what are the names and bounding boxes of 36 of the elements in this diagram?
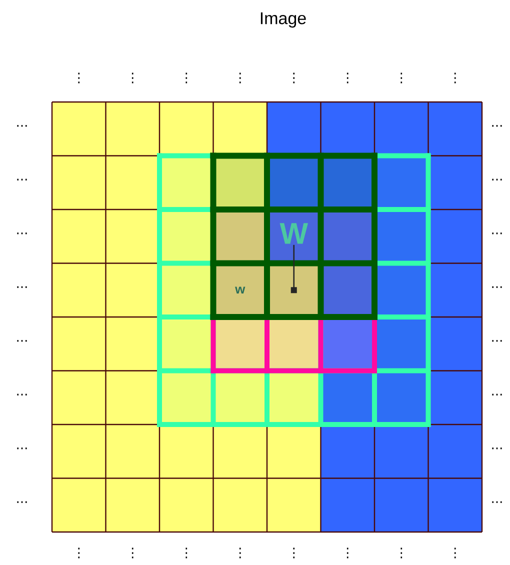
vertical-ellipsis: ⋮ bbox=[186, 548, 188, 558]
vertical-ellipsis: ⋮ bbox=[78, 548, 80, 558]
vertical-ellipsis: ⋮ bbox=[454, 548, 456, 558]
vertical-ellipsis: ⋮ bbox=[346, 72, 348, 84]
small-letter: w bbox=[235, 286, 246, 294]
horizontal-ellipsis: ... bbox=[17, 286, 27, 288]
horizontal-ellipsis: ... bbox=[492, 178, 502, 180]
title: Image bbox=[260, 12, 306, 28]
horizontal-ellipsis: ... bbox=[17, 178, 27, 180]
horizontal-ellipsis: ... bbox=[492, 501, 502, 503]
vertical-ellipsis: ⋮ bbox=[400, 548, 402, 558]
vertical-ellipsis: ⋮ bbox=[454, 72, 456, 84]
vertical-ellipsis: ⋮ bbox=[132, 548, 134, 558]
horizontal-ellipsis: ... bbox=[17, 501, 27, 503]
vertical-ellipsis: ⋮ bbox=[239, 72, 241, 84]
horizontal-ellipsis: ... bbox=[17, 394, 27, 396]
horizontal-ellipsis: ... bbox=[492, 340, 502, 342]
horizontal-ellipsis: ... bbox=[492, 448, 502, 450]
horizontal-ellipsis: ... bbox=[17, 448, 27, 450]
vertical-ellipsis: ⋮ bbox=[132, 72, 134, 84]
horizontal-ellipsis: ... bbox=[17, 340, 27, 342]
horizontal-ellipsis: ... bbox=[492, 286, 502, 288]
horizontal-ellipsis: ... bbox=[492, 394, 502, 396]
horizontal-ellipsis: ... bbox=[17, 125, 27, 127]
vertical-ellipsis: ⋮ bbox=[293, 72, 295, 84]
vertical-ellipsis: ⋮ bbox=[78, 72, 80, 84]
vertical-ellipsis: ⋮ bbox=[186, 72, 188, 84]
vertical-ellipsis: ⋮ bbox=[400, 72, 402, 84]
horizontal-ellipsis: ... bbox=[17, 232, 27, 234]
connector-line bbox=[293, 244, 295, 290]
large-letter: W bbox=[280, 223, 308, 244]
horizontal-ellipsis: ... bbox=[492, 125, 502, 127]
vertical-ellipsis: ⋮ bbox=[293, 548, 295, 558]
vertical-ellipsis: ⋮ bbox=[346, 548, 348, 558]
horizontal-ellipsis: ... bbox=[492, 232, 502, 234]
vertical-ellipsis: ⋮ bbox=[239, 548, 241, 558]
